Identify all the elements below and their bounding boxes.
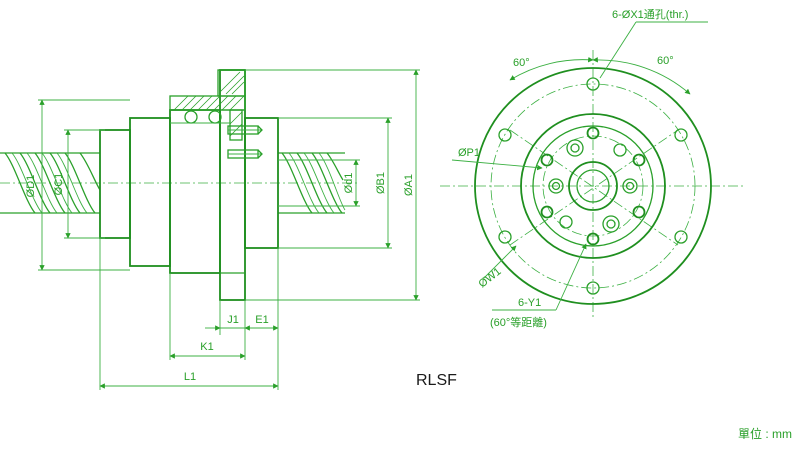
label-X1: 6-ØX1通孔(thr.) xyxy=(612,8,688,21)
unit-label: 單位 : mm xyxy=(738,426,792,441)
tapped-holes xyxy=(540,126,646,246)
return-ports xyxy=(548,139,638,233)
angle-arc-left xyxy=(509,56,594,81)
label-K1: K1 xyxy=(200,341,213,353)
label-d1: Ød1 xyxy=(343,173,355,194)
label-A1: ØA1 xyxy=(403,174,415,196)
label-P1: ØP1 xyxy=(458,147,480,159)
dim-K1 xyxy=(169,273,246,360)
angle-arc-right xyxy=(592,57,691,95)
label-angle-right: 60° xyxy=(657,55,674,67)
nut-body-main xyxy=(169,109,221,274)
dim-B1 xyxy=(278,117,392,249)
flange-bolts xyxy=(227,125,263,159)
label-angle-left: 60° xyxy=(513,57,530,69)
side-view: ØD1 ØC1 Ød1 ØB1 ØA1 xyxy=(0,69,420,390)
dim-A1 xyxy=(245,69,420,301)
leader-W1 xyxy=(483,245,517,279)
hatched-section xyxy=(169,69,246,141)
label-W1: ØW1 xyxy=(476,265,503,290)
bolt-circle-W1 xyxy=(490,83,696,289)
screw-bore xyxy=(568,161,618,211)
dim-L1 xyxy=(99,238,279,390)
leader-X1 xyxy=(599,21,637,79)
ball xyxy=(184,110,198,124)
dim-D1 xyxy=(38,99,130,271)
nut-outline xyxy=(520,113,666,259)
label-L1: L1 xyxy=(184,371,196,383)
drawing-title: RLSF xyxy=(416,372,457,389)
leader-Y1 xyxy=(555,243,587,311)
label-J1: J1 xyxy=(227,314,239,326)
label-D1: ØD1 xyxy=(25,175,37,198)
end-cap-circle xyxy=(532,125,654,247)
label-Y1-note: (60°等距離) xyxy=(490,315,547,329)
nut-body-left xyxy=(129,117,171,267)
flange xyxy=(219,69,246,301)
label-B1: ØB1 xyxy=(375,172,387,194)
label-C1: ØC1 xyxy=(53,173,65,196)
end-cap-right xyxy=(244,117,279,249)
screw-shaft-right xyxy=(278,152,346,214)
dim-J1-E1 xyxy=(205,248,279,335)
label-Y1: 6-Y1 xyxy=(518,297,541,309)
leader-P1 xyxy=(451,159,543,171)
dim-d1 xyxy=(278,159,360,207)
dim-C1 xyxy=(64,129,105,239)
end-cap-left xyxy=(99,129,131,239)
label-E1: E1 xyxy=(255,314,268,326)
front-view: 60° 60° 6-ØX1通孔(thr.) ØP1 ØW1 6-Y1 (60°等… xyxy=(440,8,745,329)
